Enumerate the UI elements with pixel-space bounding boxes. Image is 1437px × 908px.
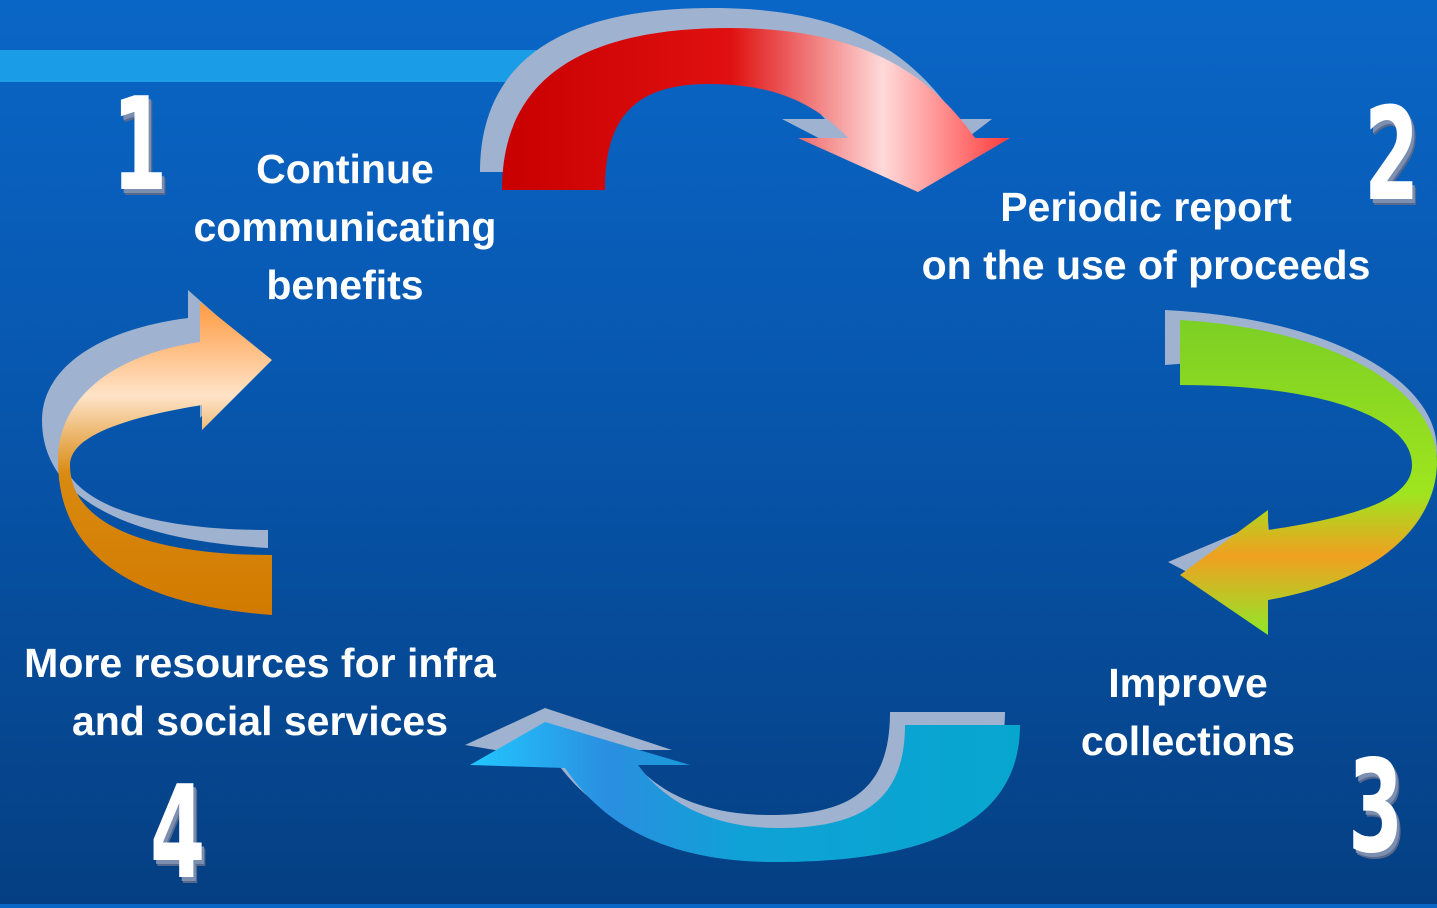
step-2-line-2: on the use of proceeds — [921, 242, 1371, 288]
step-number-4: 4 — [150, 759, 206, 908]
step-3-line-1: Improve — [1108, 660, 1268, 706]
step-label-1: Continue communicating benefits — [170, 140, 520, 314]
step-label-4: More resources for infra and social serv… — [0, 634, 520, 750]
step-number-3: 3 — [1348, 733, 1404, 882]
step-number-2: 2 — [1364, 81, 1420, 230]
step-1-line-3: benefits — [266, 262, 424, 308]
step-number-1: 1 — [112, 71, 168, 220]
step-2-line-1: Periodic report — [1000, 184, 1292, 230]
step-1-line-2: communicating — [193, 204, 497, 250]
arrow-green — [1165, 310, 1437, 635]
step-4-line-2: and social services — [71, 698, 449, 744]
arrow-red — [480, 8, 1010, 192]
step-label-3: Improve collections — [1070, 654, 1306, 770]
arrow-blue — [465, 708, 1020, 862]
step-4-line-1: More resources for infra — [24, 640, 496, 686]
step-label-2: Periodic report on the use of proceeds — [906, 178, 1386, 294]
step-3-line-2: collections — [1080, 718, 1296, 764]
arrow-orange — [42, 290, 272, 615]
step-1-line-1: Continue — [256, 146, 434, 192]
